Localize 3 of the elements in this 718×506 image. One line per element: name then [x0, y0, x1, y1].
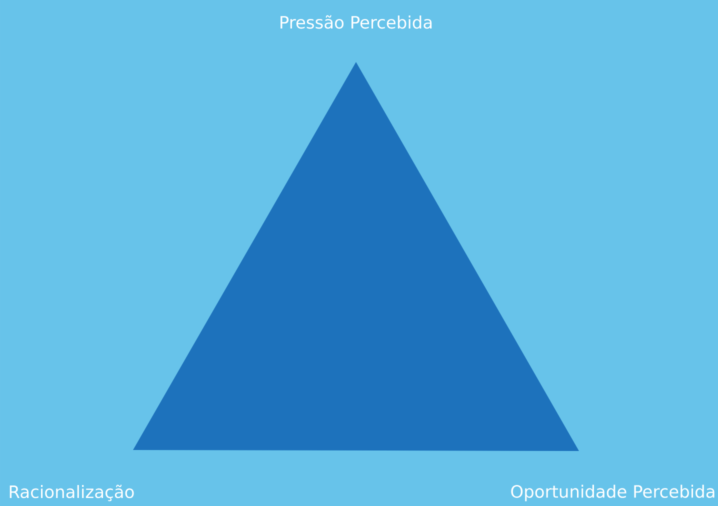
vertex-label: Racionalização: [10, 484, 134, 502]
vertex-label: Oportunidade Percebida: [511, 484, 714, 502]
vertex-label: Pressão Percebida: [280, 15, 432, 29]
